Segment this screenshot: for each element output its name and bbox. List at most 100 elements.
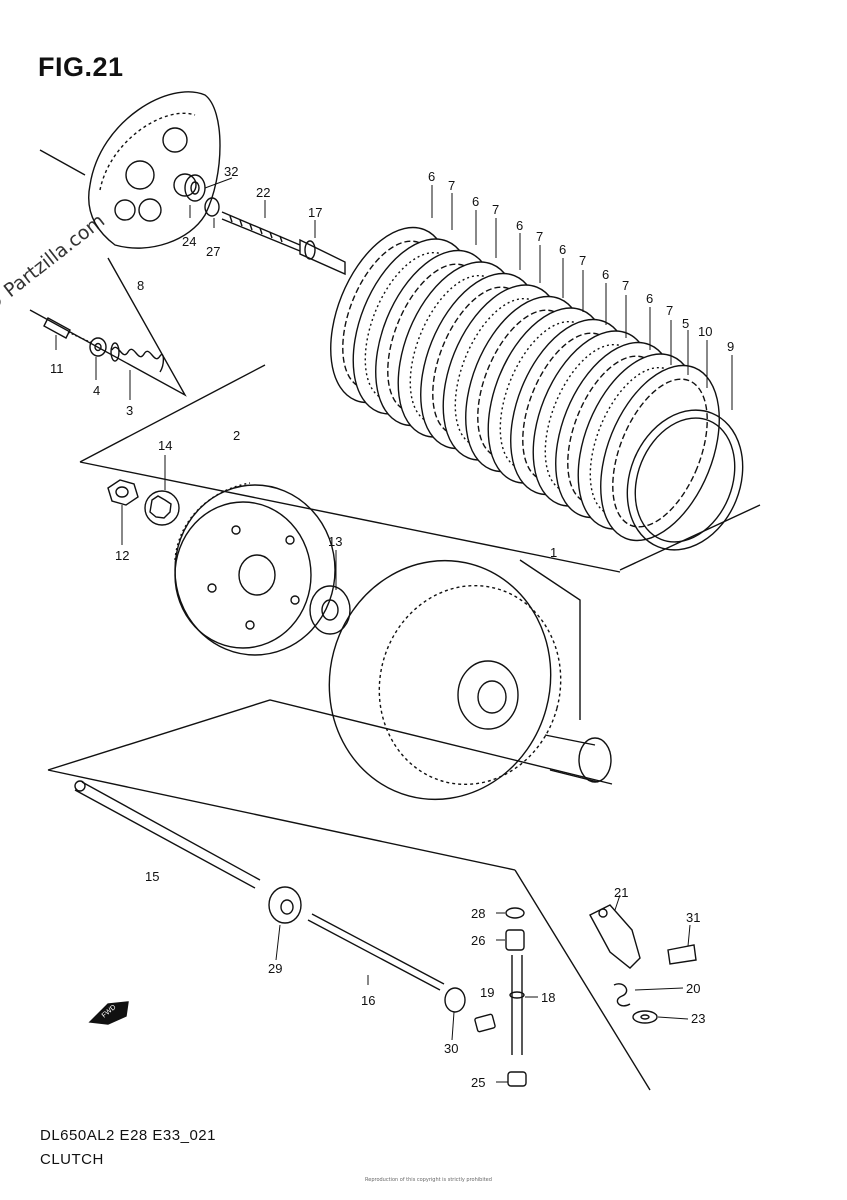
rod-part-16[interactable] xyxy=(307,913,445,991)
release-mechanism-group xyxy=(47,699,697,1091)
bearing-inner-race xyxy=(190,181,200,195)
washer-hole xyxy=(94,342,102,352)
callout-24: 24 xyxy=(182,234,196,249)
friction-plate-lining xyxy=(612,378,708,528)
oil-seal-part-30[interactable] xyxy=(444,987,466,1013)
callout-6: 6 xyxy=(559,242,566,257)
callout-31: 31 xyxy=(686,910,700,925)
callout-7: 7 xyxy=(622,278,629,293)
callout-23: 23 xyxy=(691,1011,705,1026)
spring-ring-inner xyxy=(634,417,736,543)
clutch-hub-group xyxy=(107,479,612,825)
spring-ring-part-9[interactable] xyxy=(607,393,763,568)
housing-gear-teeth xyxy=(378,584,562,786)
callout-13: 13 xyxy=(328,534,342,549)
callout-17: 17 xyxy=(308,205,322,220)
thrust-washer-part-13[interactable] xyxy=(309,585,351,635)
bolt-head-part-11[interactable] xyxy=(43,317,71,339)
callout-25: 25 xyxy=(471,1075,485,1090)
bolt-part-31[interactable] xyxy=(667,944,697,965)
friction-plate[interactable] xyxy=(577,348,742,558)
callout-7: 7 xyxy=(448,178,455,193)
pressure-plate-teeth xyxy=(99,112,196,191)
callout-10: 10 xyxy=(698,324,712,339)
callout-6: 6 xyxy=(646,291,653,306)
housing-center-boss xyxy=(457,660,519,730)
callout-7: 7 xyxy=(666,303,673,318)
spring-end xyxy=(110,342,120,362)
bushing-part-25[interactable] xyxy=(507,1071,527,1087)
callout-6: 6 xyxy=(472,194,479,209)
callout-26: 26 xyxy=(471,933,485,948)
push-piece-flange xyxy=(304,240,316,260)
hub-bolt-hole xyxy=(231,525,241,535)
spring-part-3[interactable] xyxy=(111,346,165,373)
housing-callout-bracket xyxy=(519,559,581,720)
callout-11: 11 xyxy=(50,361,64,376)
footer-diagram-code: DL650AL2 E28 E33_021 xyxy=(40,1127,216,1144)
callout-7: 7 xyxy=(492,202,499,217)
leader-lines xyxy=(55,177,733,1083)
washer-part-27[interactable] xyxy=(204,197,220,217)
callout-22: 22 xyxy=(256,185,270,200)
hub-bolt-hole xyxy=(245,620,255,630)
callout-2: 2 xyxy=(233,428,240,443)
spacer-sleeve-body[interactable] xyxy=(544,734,599,783)
lock-washer-part-14[interactable] xyxy=(144,490,180,526)
pin-part-19[interactable] xyxy=(474,1013,496,1033)
nut-hole xyxy=(115,486,129,498)
callout-16: 16 xyxy=(361,993,375,1008)
callout-8: 8 xyxy=(137,278,144,293)
washer-part-23[interactable] xyxy=(632,1010,658,1024)
pressure-plate-boss xyxy=(125,160,155,190)
callout-9: 9 xyxy=(727,339,734,354)
bearing-part-29[interactable] xyxy=(268,886,302,924)
pressure-plate-boss xyxy=(162,127,188,153)
bushing-part-28[interactable] xyxy=(505,907,525,919)
callout-19: 19 xyxy=(480,985,494,1000)
callout-30: 30 xyxy=(444,1041,458,1056)
callout-12: 12 xyxy=(115,548,129,563)
group-boundary-line xyxy=(29,149,187,397)
push-rod-part-22[interactable] xyxy=(221,211,301,252)
nut-part-12[interactable] xyxy=(107,479,139,506)
bearing-bore xyxy=(280,899,294,915)
release-lever-part-21[interactable] xyxy=(589,904,641,969)
callout-7: 7 xyxy=(536,229,543,244)
bolt-thread xyxy=(67,331,93,344)
washer-part-4[interactable] xyxy=(89,337,107,357)
callout-5: 5 xyxy=(682,316,689,331)
hub-bolt-hole xyxy=(285,535,295,545)
lever-hole xyxy=(598,908,608,918)
pressure-plate-boss xyxy=(173,173,197,197)
washer-hole xyxy=(640,1014,650,1020)
pressure-plate[interactable] xyxy=(88,91,221,249)
forward-direction-arrow: FWD xyxy=(88,1001,129,1025)
bushing-part-26[interactable] xyxy=(505,929,525,951)
callout-6: 6 xyxy=(602,267,609,282)
thrust-washer-hole xyxy=(321,599,339,621)
lock-washer-star xyxy=(149,495,172,519)
push-piece-part-17[interactable] xyxy=(299,238,346,276)
callout-28: 28 xyxy=(471,906,485,921)
release-boundary-diagonal xyxy=(514,869,651,1091)
clutch-sleeve-face xyxy=(174,501,312,649)
housing-bore xyxy=(477,680,507,714)
callout-6: 6 xyxy=(516,218,523,233)
hub-spline-bore xyxy=(238,554,276,596)
callout-27: 27 xyxy=(206,244,220,259)
spring-part-20[interactable] xyxy=(613,983,631,1007)
callout-32: 32 xyxy=(224,164,238,179)
callout-29: 29 xyxy=(268,961,282,976)
stack-boundary-line xyxy=(79,364,761,573)
callout-7: 7 xyxy=(579,253,586,268)
clutch-plate-stack xyxy=(79,226,763,573)
hub-bolt-hole xyxy=(290,595,300,605)
spacer-sleeve-end xyxy=(578,737,612,783)
primary-driven-gear-housing[interactable] xyxy=(303,536,578,825)
callout-3: 3 xyxy=(126,403,133,418)
push-rod-part-15[interactable] xyxy=(74,781,261,889)
callout-labels: 2 1 3 4 5 6 6 6 6 6 6 7 7 7 7 7 7 8 9 10… xyxy=(50,164,734,1090)
release-shaft-part-18[interactable] xyxy=(511,955,523,1055)
